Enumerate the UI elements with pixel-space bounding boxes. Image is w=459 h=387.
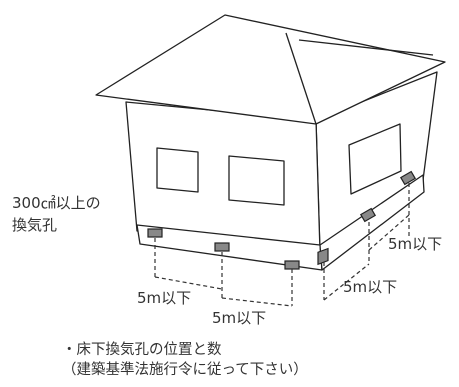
vent-side-upper [399,170,417,186]
spacing-label-front-right: 5m以下 [212,309,266,327]
vent-size-label-line1: 300㎠以上の [12,194,101,212]
dim-line-front-left [154,276,223,290]
window-front-right [228,155,285,206]
vent-side-lower [317,247,329,266]
spacing-label-front-left: 5m以下 [137,289,191,307]
dim-line-front-right [221,297,293,307]
dim-line-side-lower [323,263,370,301]
dim-line-side-upper [368,214,410,251]
window-side [348,123,402,195]
vent-front-right [284,260,300,270]
vent-front-center [214,242,230,252]
roof [95,14,446,125]
vent-side-middle [359,207,377,223]
note-line1: ・床下換気孔の位置と数 [62,342,222,358]
spacing-label-side-upper: 5m以下 [388,235,442,253]
roof-ridge-right [298,39,434,56]
roof-ridge-left [285,32,317,125]
spacing-label-side-lower: 5m以下 [343,278,397,296]
vent-front-left [147,228,163,238]
window-front-left [156,147,199,193]
vent-size-label-line2: 換気孔 [12,216,57,234]
note-line2: （建築基準法施行令に従って下さい） [62,362,308,378]
